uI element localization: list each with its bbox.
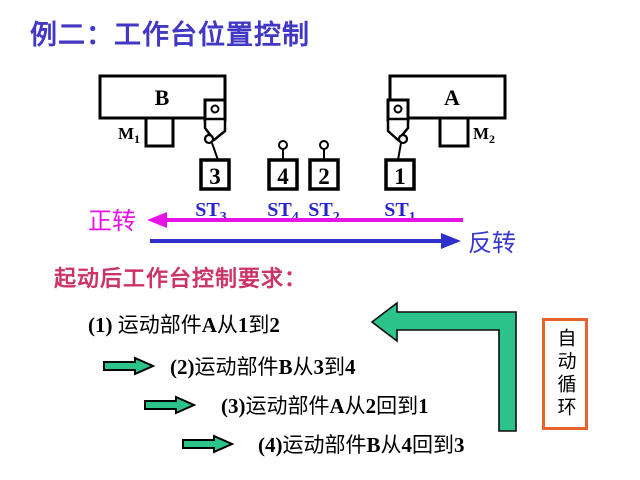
motor-m2 xyxy=(438,116,470,148)
forward-label: 正转 xyxy=(88,208,136,235)
actuator-pivot-b-icon xyxy=(210,104,220,114)
motor-m2-label: M2 xyxy=(473,124,495,146)
block-a-label: A xyxy=(444,85,460,110)
auto-cycle-label: 自动循环 xyxy=(554,328,576,420)
switch-pin-4-icon xyxy=(278,140,288,150)
actuator-link-b xyxy=(211,142,219,161)
forward-arrow-head-icon xyxy=(147,212,167,228)
page-title: 例二：工作台位置控制 xyxy=(30,20,310,50)
reverse-arrow-head-icon xyxy=(441,233,461,249)
step-arrow-icon xyxy=(144,395,197,415)
switch-label-st1: ST1 xyxy=(384,199,415,225)
actuator-roller-a-icon xyxy=(397,133,409,145)
motor-m1-label: M1 xyxy=(118,124,140,146)
position-box-4-label: 4 xyxy=(277,164,289,189)
requirement-item-3: (3)运动部件A从2回到1 xyxy=(221,394,429,418)
requirement-item-2: (2)运动部件B从3到4 xyxy=(170,355,356,379)
switch-pin-2-icon xyxy=(319,140,329,150)
step-arrow-icon xyxy=(103,356,156,376)
motor-m1 xyxy=(144,116,175,148)
requirement-item-4: (4)运动部件B从4回到3 xyxy=(258,433,465,457)
requirements-heading: 起动后工作台控制要求： xyxy=(54,266,308,291)
reverse-label: 反转 xyxy=(468,230,516,257)
actuator-pivot-a-icon xyxy=(393,104,403,114)
position-box-3 xyxy=(199,158,231,191)
switch-label-st2: ST2 xyxy=(308,199,339,225)
switch-label-st3: ST3 xyxy=(195,199,226,225)
position-box-1-label: 1 xyxy=(394,164,406,189)
position-box-2-label: 2 xyxy=(318,164,330,189)
switch-label-st4: ST4 xyxy=(267,199,298,225)
position-box-4 xyxy=(267,158,299,191)
requirement-item-1: (1) 运动部件A从1到2 xyxy=(88,313,280,337)
step-arrow-icon xyxy=(182,434,235,454)
auto-cycle-box: 自动循环 xyxy=(542,318,588,430)
block-b-label: B xyxy=(155,85,170,110)
position-box-1 xyxy=(384,158,416,191)
actuator-lever-b xyxy=(203,117,227,142)
auto-cycle-arrow xyxy=(370,301,517,432)
actuator-link-a xyxy=(397,142,402,161)
position-box-3-label: 3 xyxy=(209,164,221,189)
position-box-2 xyxy=(308,158,340,191)
actuator-roller-b-icon xyxy=(203,133,215,145)
